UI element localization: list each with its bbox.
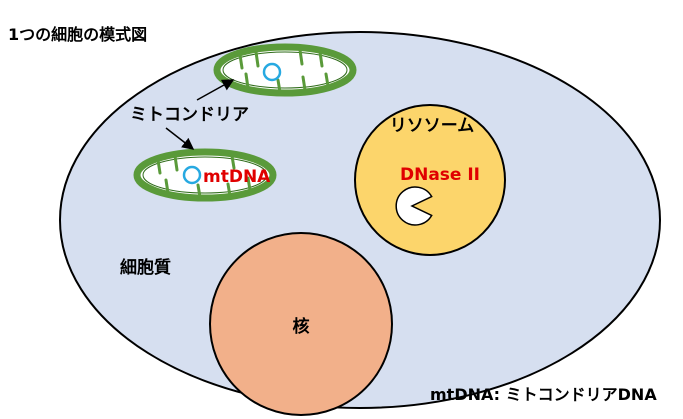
dnase-label: DNase II (400, 165, 480, 185)
nucleus: 核 (209, 232, 393, 416)
arrow-to-top-mito (196, 79, 235, 101)
mitochondrion-top (213, 43, 357, 97)
footnote: mtDNA: ミトコンドリアDNA (430, 385, 657, 404)
lysosome: リソソーム DNase II (354, 104, 506, 256)
mitochondrion-bottom: mtDNA (133, 148, 277, 202)
mtdna-circle-bottom (182, 165, 202, 185)
cytoplasm-label: 細胞質 (120, 257, 171, 278)
nucleus-label: 核 (293, 316, 310, 337)
mtdna-label: mtDNA (203, 167, 271, 187)
mtdna-circle-top (262, 62, 282, 82)
lysosome-label: リソソーム (390, 116, 475, 136)
arrow-to-bottom-mito (165, 127, 195, 150)
diagram-title: 1つの細胞の模式図 (8, 25, 147, 44)
mitochondria-label: ミトコンドリア (130, 105, 249, 125)
pacman-enzyme-icon (395, 186, 433, 226)
